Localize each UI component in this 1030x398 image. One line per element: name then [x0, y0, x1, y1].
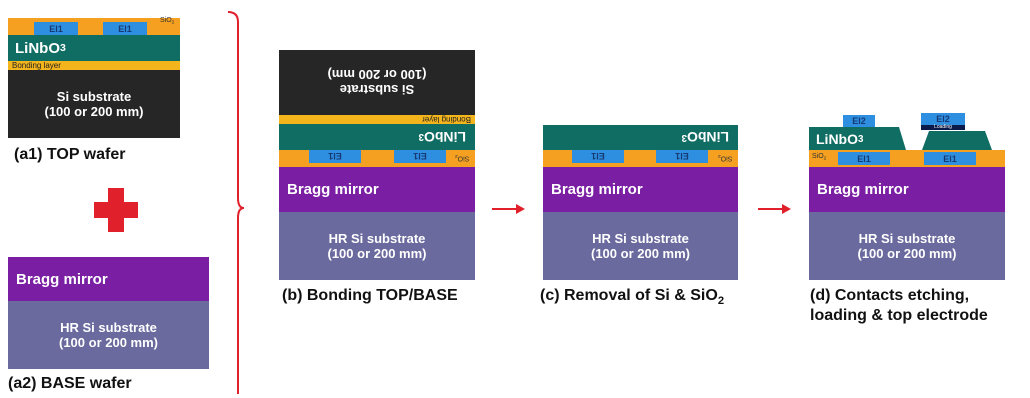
- electrode-el1-left: El1: [572, 150, 624, 163]
- hr-si-substrate: HR Si substrate (100 or 200 mm): [809, 212, 1005, 280]
- contacts-step-caption-line2: loading & top electrode: [810, 307, 988, 324]
- bragg-mirror: Bragg mirror: [279, 167, 475, 212]
- top-wafer-caption: (a1) TOP wafer: [14, 146, 126, 163]
- linbo3-etched-layer: [809, 127, 1005, 152]
- bragg-mirror: Bragg mirror: [809, 167, 1005, 212]
- si-substrate-flipped: Si substrate (100 or 200 mm): [279, 50, 475, 115]
- bonding-layer-flipped: Bonding layer: [279, 115, 475, 124]
- hr-si-substrate: HR Si substrate (100 or 200 mm): [543, 212, 738, 280]
- removal-step-caption: (c) Removal of Si & SiO2: [540, 287, 725, 307]
- hr-si-substrate: HR Si substrate (100 or 200 mm): [279, 212, 475, 280]
- loading-layer: Loading: [921, 125, 965, 130]
- bonding-step-caption: (b) Bonding TOP/BASE: [282, 287, 458, 304]
- sio2-label: SiO2: [718, 153, 733, 162]
- base-wafer-caption: (a2) BASE wafer: [8, 375, 132, 392]
- electrode-el1-left: El1: [838, 152, 890, 165]
- electrode-el1-right: El1: [656, 150, 708, 163]
- plus-vertical-bar: [108, 188, 124, 232]
- contacts-step-caption-line1: (d) Contacts etching,: [810, 287, 970, 304]
- sio2-label: SiO2: [455, 153, 470, 162]
- electrode-el2-left: El2: [843, 115, 875, 127]
- electrode-el2-right: El2: [921, 113, 965, 125]
- arrow-right-icon: [758, 204, 791, 214]
- electrode-el1-right: El1: [924, 152, 976, 165]
- hr-si-substrate: HR Si substrate (100 or 200 mm): [8, 301, 209, 369]
- electrode-el1-right: El1: [103, 22, 147, 35]
- sio2-label: SiO2: [812, 153, 827, 162]
- electrode-el1-left: El1: [309, 150, 361, 163]
- arrow-right-icon: [492, 204, 525, 214]
- bracket: [227, 11, 245, 394]
- electrode-el1-right: El1: [394, 150, 446, 163]
- bonding-layer: Bonding layer: [8, 61, 180, 70]
- bragg-mirror: Bragg mirror: [543, 167, 738, 212]
- electrode-el1-left: El1: [34, 22, 78, 35]
- bragg-mirror: Bragg mirror: [8, 257, 209, 301]
- sio2-label: SiO2: [160, 17, 175, 26]
- si-substrate: Si substrate (100 or 200 mm): [8, 70, 180, 138]
